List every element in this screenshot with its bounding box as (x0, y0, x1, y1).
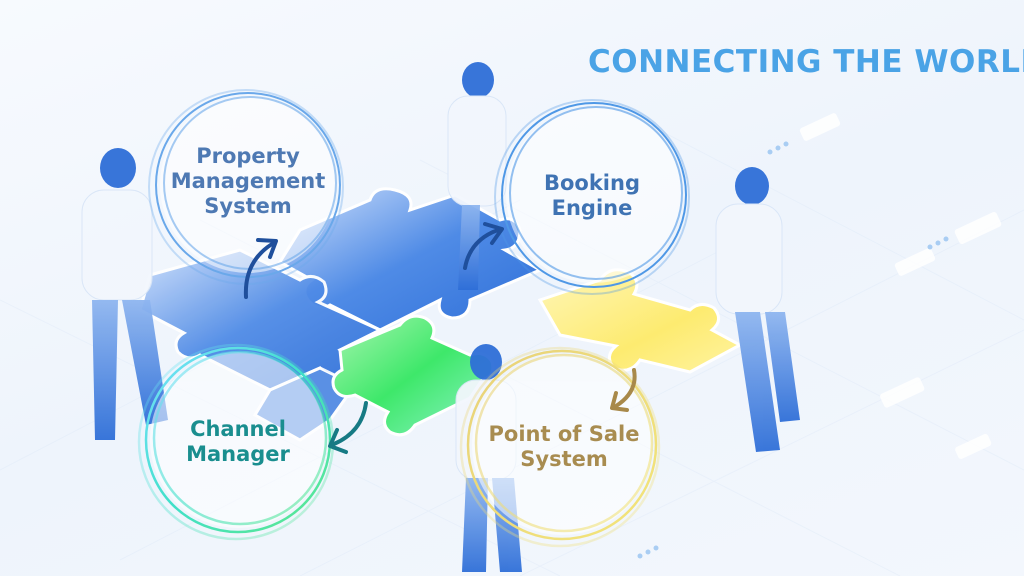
dots (637, 141, 949, 559)
arrow-to-channel-manager (328, 401, 368, 454)
people (81, 62, 800, 572)
node-booking-engine: Booking Engine (522, 171, 662, 221)
ring-point-of-sale (459, 346, 661, 548)
node-label-line: System (520, 447, 608, 472)
arrow-to-point-of-sale (610, 368, 637, 412)
node-channel-manager: Channel Manager (163, 417, 313, 467)
node-label-line: Channel (190, 417, 286, 441)
arrow-to-property-management (243, 238, 278, 299)
floating-tiles (799, 113, 1002, 459)
arrow-to-booking-engine (463, 222, 504, 270)
node-label-line: Booking (543, 171, 640, 195)
node-point-of-sale-system: Point of Sale System (474, 422, 654, 472)
circle-backdrops (150, 97, 682, 535)
node-label-line: System (204, 194, 292, 219)
node-label-line: Point of Sale (488, 422, 640, 446)
ring-booking-engine (494, 99, 690, 295)
node-property-management-system: Property Management System (168, 144, 328, 220)
node-label-line: Property (196, 144, 300, 168)
node-label-line: Management (170, 169, 326, 194)
node-label-line: Engine (551, 196, 633, 221)
node-label-line: Manager (186, 442, 290, 467)
page-title: CONNECTING THE WORLD (588, 44, 1024, 80)
